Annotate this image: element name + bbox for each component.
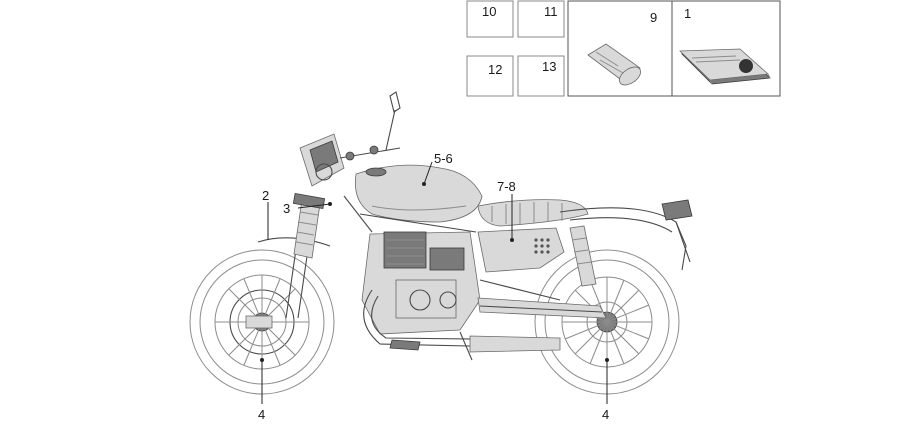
engine (361, 231, 481, 335)
box-10 (466, 0, 514, 38)
front-fork (285, 193, 326, 319)
accessory-frame (567, 0, 781, 97)
motorcycle-illustration (189, 91, 693, 395)
exhaust-pipe (363, 289, 561, 353)
box-12 (466, 55, 514, 97)
callout-10: 10 (482, 4, 496, 19)
parts-legend-grid: 10 11 12 13 9 1 (466, 0, 781, 97)
rear-fender (559, 199, 693, 271)
side-panel (477, 227, 565, 273)
rear-shock (569, 225, 597, 287)
callout-5-6: 5-6 (434, 151, 453, 166)
frame-tubes (343, 195, 561, 301)
callout-7-8: 7-8 (497, 179, 516, 194)
box-13 (517, 55, 565, 97)
callout-1: 1 (684, 6, 691, 21)
front-fender (257, 237, 331, 247)
callout-3: 3 (283, 201, 290, 216)
callout-4-rear: 4 (602, 407, 609, 422)
fuel-tank (354, 164, 483, 223)
headlight-assembly (299, 133, 345, 187)
handlebar-mirror (339, 91, 401, 161)
front-wheel (189, 249, 335, 395)
callout-12: 12 (488, 62, 502, 77)
callout-13: 13 (542, 59, 556, 74)
box-11 (517, 0, 565, 38)
swingarm (477, 297, 607, 319)
callout-2: 2 (262, 188, 269, 203)
callout-11: 11 (544, 4, 558, 19)
pouch-part-icon (587, 43, 642, 86)
manual-booklet-icon (679, 48, 771, 85)
side-stand (459, 331, 473, 361)
callout-9: 9 (650, 10, 657, 25)
callout-layer: 2 3 5-6 7-8 4 4 (258, 151, 609, 422)
seat (477, 199, 589, 227)
callout-4-front: 4 (258, 407, 265, 422)
